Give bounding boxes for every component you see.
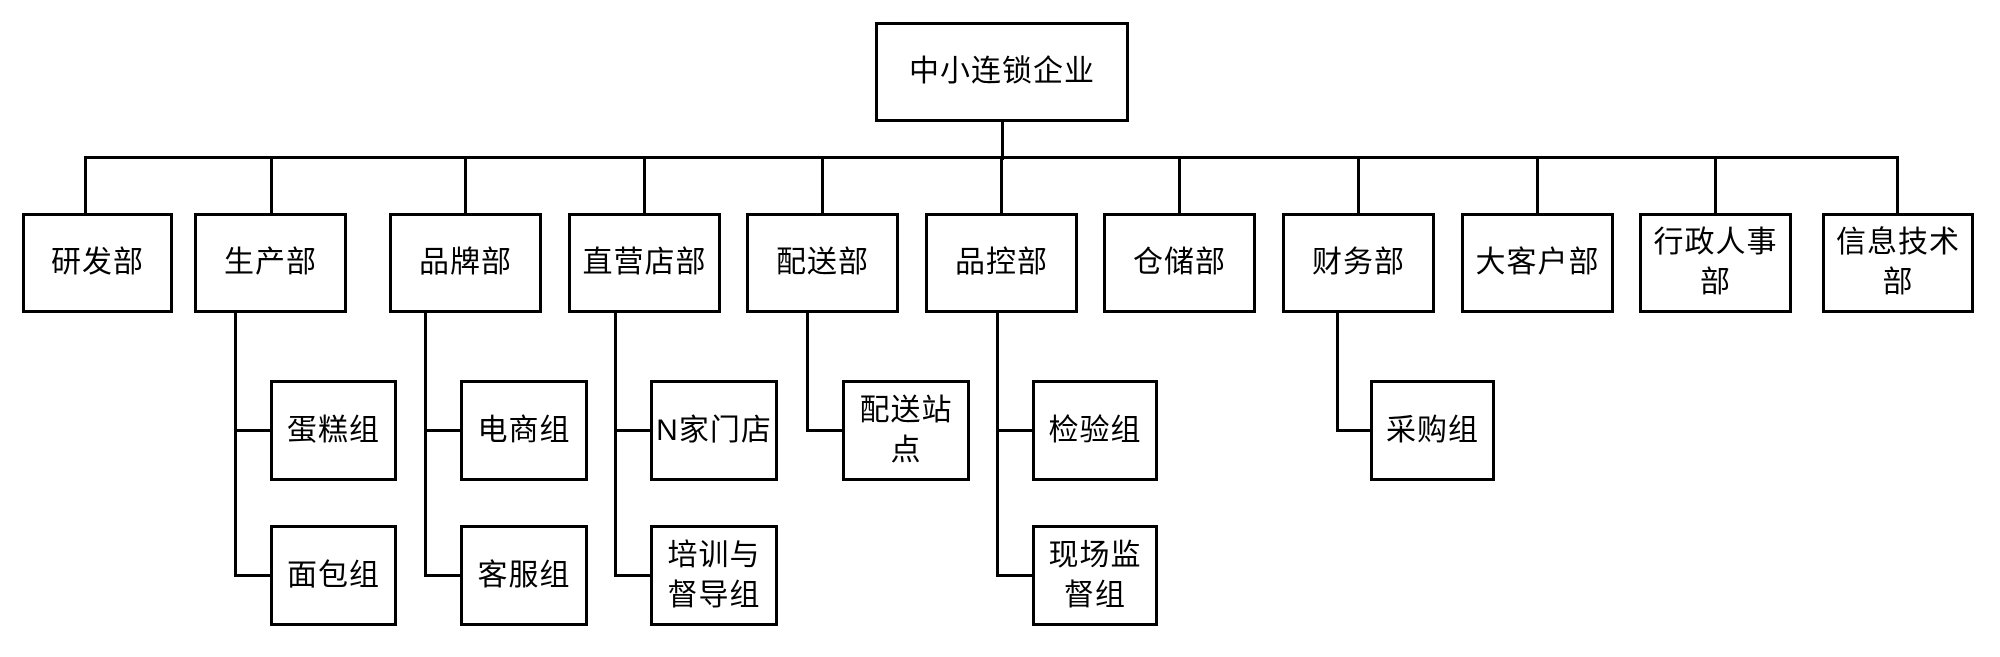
- connector-line: [805, 311, 809, 432]
- org-node-label: 大客户部: [1475, 246, 1600, 279]
- connector-line: [613, 428, 652, 432]
- connector-line: [1356, 155, 1360, 215]
- org-node-label: 信息技术 部: [1836, 226, 1960, 299]
- connector-line: [642, 155, 646, 215]
- org-node-shengchanbu: 生产部: [194, 213, 347, 313]
- connector-line: [269, 155, 273, 215]
- org-node-label: 直营店部: [582, 246, 707, 279]
- connector-line: [1713, 155, 1717, 215]
- org-node-label: 客服组: [477, 558, 571, 592]
- org-node-label: 品控部: [955, 246, 1048, 279]
- org-node-xianchangjianduzu: 现场监 督组: [1032, 525, 1158, 626]
- connector-line: [1000, 120, 1004, 160]
- org-node-label: N家门店: [656, 413, 772, 447]
- connector-line: [83, 155, 1899, 159]
- org-node-dianshangzu: 电商组: [460, 380, 588, 481]
- connector-line: [999, 155, 1003, 215]
- connector-line: [820, 155, 824, 215]
- org-node-dakehubu: 大客户部: [1461, 213, 1614, 313]
- org-node-label: 行政人事 部: [1653, 226, 1778, 299]
- org-node-label: 采购组: [1386, 413, 1479, 447]
- connector-line: [995, 573, 1034, 577]
- org-node-label: 仓储部: [1133, 246, 1226, 279]
- connector-line: [1335, 428, 1372, 432]
- org-node-label: 品牌部: [419, 246, 512, 279]
- org-node-label: 研发部: [51, 246, 144, 279]
- org-node-pinpaibu: 品牌部: [389, 213, 542, 313]
- connector-line: [463, 155, 467, 215]
- connector-line: [805, 428, 844, 432]
- org-node-label: 面包组: [287, 558, 380, 592]
- org-node-peisongzhandian: 配送站 点: [842, 380, 970, 481]
- connector-line: [995, 428, 1034, 432]
- org-node-zhiyingdianbu: 直营店部: [568, 213, 721, 313]
- org-node-pinkongbu: 品控部: [925, 213, 1078, 313]
- connector-line: [1895, 155, 1899, 215]
- connector-line: [1177, 155, 1181, 215]
- org-node-label: 配送站 点: [859, 393, 953, 467]
- org-node-xingzhengrenshibu: 行政人事 部: [1639, 213, 1792, 313]
- org-node-label: 中小连锁企业: [909, 55, 1095, 88]
- org-node-label: 检验组: [1048, 413, 1142, 447]
- org-node-njiamendian: N家门店: [650, 380, 778, 481]
- org-node-root: 中小连锁企业: [875, 22, 1129, 122]
- org-node-yanfabu: 研发部: [22, 213, 173, 313]
- connector-line: [613, 311, 617, 577]
- org-node-xinxijishubu: 信息技术 部: [1822, 213, 1974, 313]
- connector-line: [423, 428, 462, 432]
- org-node-dangaozu: 蛋糕组: [270, 380, 397, 481]
- connector-line: [1535, 155, 1539, 215]
- org-node-label: 培训与 督导组: [667, 538, 761, 612]
- org-node-kefuzu: 客服组: [460, 525, 588, 626]
- org-node-label: 现场监 督组: [1048, 538, 1142, 612]
- connector-line: [423, 311, 427, 577]
- org-node-label: 电商组: [477, 413, 571, 447]
- org-node-label: 生产部: [224, 246, 317, 279]
- org-node-peixunyududaozu: 培训与 督导组: [650, 525, 778, 626]
- org-node-caiwubu: 财务部: [1282, 213, 1435, 313]
- org-node-jianyanzu: 检验组: [1032, 380, 1158, 481]
- connector-line: [83, 155, 87, 215]
- org-node-cangchubu: 仓储部: [1103, 213, 1256, 313]
- connector-line: [233, 311, 237, 577]
- org-node-label: 蛋糕组: [287, 413, 380, 447]
- org-node-mianbaozu: 面包组: [270, 525, 397, 626]
- org-node-peisongbu: 配送部: [746, 213, 899, 313]
- connector-line: [995, 311, 999, 577]
- connector-line: [613, 573, 652, 577]
- org-node-caigouzu: 采购组: [1370, 380, 1495, 481]
- org-node-label: 配送部: [776, 246, 869, 279]
- connector-line: [233, 573, 272, 577]
- connector-line: [1335, 311, 1339, 432]
- connector-line: [423, 573, 462, 577]
- org-node-label: 财务部: [1312, 246, 1405, 279]
- connector-line: [233, 428, 272, 432]
